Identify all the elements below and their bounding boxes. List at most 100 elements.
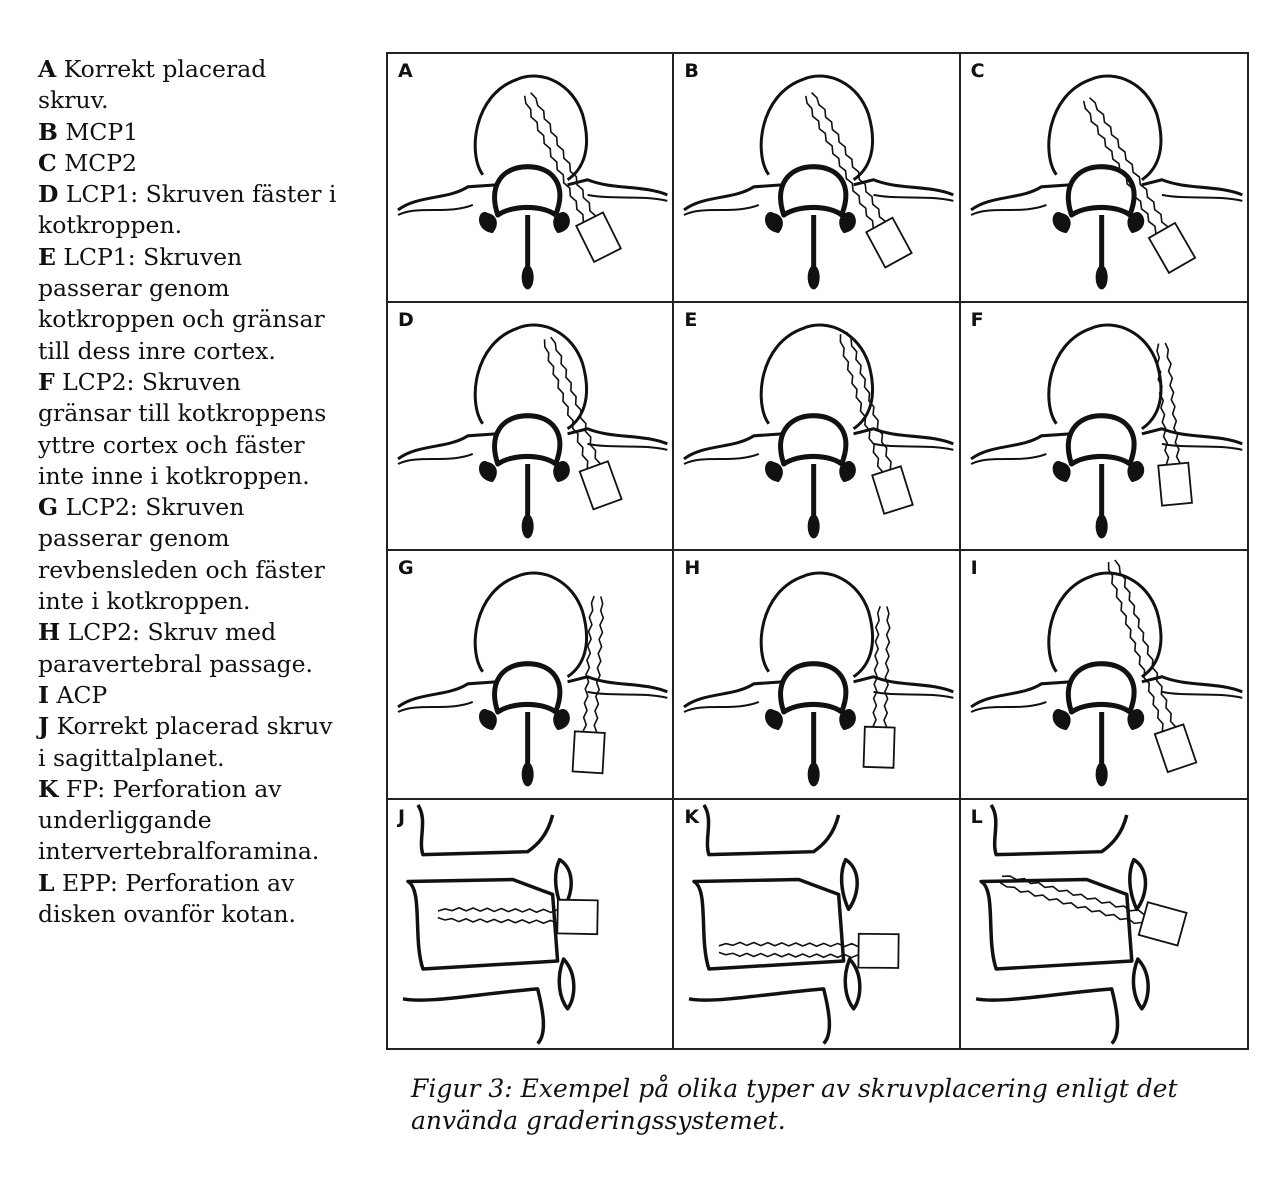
panel-b: B bbox=[674, 54, 961, 303]
vertebral-body bbox=[473, 571, 588, 679]
panel-label: B bbox=[684, 60, 699, 82]
panel-g: G bbox=[388, 551, 675, 800]
spinal-canal bbox=[1065, 164, 1137, 218]
rib bbox=[397, 690, 668, 713]
panel-label: J bbox=[398, 805, 406, 828]
vertebral-body bbox=[760, 323, 875, 430]
screw-thread bbox=[1088, 97, 1169, 228]
vertebra-outline bbox=[969, 74, 1243, 271]
spinous-tip bbox=[1095, 513, 1108, 538]
panel-e: E bbox=[674, 302, 961, 551]
spinal-canal bbox=[1065, 412, 1137, 466]
rib bbox=[683, 690, 954, 713]
vertebra-outline bbox=[397, 74, 668, 271]
vertebra-outline bbox=[683, 571, 955, 768]
facet-right bbox=[553, 708, 570, 731]
vertebral-body bbox=[1046, 323, 1162, 430]
spinous-tip bbox=[521, 265, 534, 290]
spinous-tip bbox=[521, 762, 534, 787]
screw-thread bbox=[530, 92, 597, 217]
facet-left bbox=[1052, 211, 1071, 234]
vertebral-body bbox=[760, 74, 875, 182]
middle-vertebra bbox=[978, 877, 1134, 971]
panel-k: K bbox=[674, 799, 961, 1048]
upper-vertebra bbox=[989, 803, 1129, 856]
screw-head bbox=[862, 725, 896, 769]
panel-label: F bbox=[970, 308, 984, 331]
panel-label: E bbox=[684, 308, 698, 331]
vertebra-illustration bbox=[969, 74, 1243, 290]
rib bbox=[397, 193, 668, 216]
transverse-process bbox=[397, 426, 668, 460]
screw-thread bbox=[1164, 342, 1181, 464]
facet-right bbox=[1127, 211, 1144, 234]
panel-d: D bbox=[388, 302, 675, 551]
facet-left bbox=[1052, 460, 1071, 482]
vertebra-illustration bbox=[969, 559, 1243, 787]
facet-left bbox=[765, 211, 784, 234]
spinous-tip bbox=[521, 513, 534, 538]
screw-head bbox=[578, 459, 623, 511]
screw-thread bbox=[523, 95, 585, 223]
screw-head bbox=[575, 211, 623, 264]
panel-i: I bbox=[960, 551, 1247, 800]
screw-thread bbox=[543, 338, 589, 469]
panel-label: G bbox=[398, 557, 414, 579]
vertebra-illustration bbox=[397, 323, 668, 538]
pedicle-lower bbox=[843, 956, 862, 1010]
panel-label: K bbox=[684, 805, 700, 828]
legend-entry-g: G LCP2: Skruven passerar genom revbensle… bbox=[38, 493, 325, 616]
screw-thread bbox=[718, 940, 860, 947]
screw-head bbox=[556, 898, 599, 935]
vertebral-body bbox=[1046, 571, 1162, 679]
figure-caption: Figur 3: Exempel på olika typer av skruv… bbox=[411, 1074, 1178, 1135]
screw-thread bbox=[805, 95, 875, 229]
legend-entry-e: E LCP1: Skruven passerar genom kotkroppe… bbox=[38, 242, 325, 365]
upper-vertebra bbox=[416, 803, 555, 856]
middle-vertebra bbox=[692, 877, 846, 971]
spinal-canal bbox=[778, 164, 849, 218]
vertebral-body bbox=[473, 323, 588, 430]
facet-right bbox=[1127, 460, 1144, 482]
facet-left bbox=[1052, 708, 1071, 731]
vertebra-illustration bbox=[397, 571, 668, 787]
screw-placement-figure: A B C D E F G H I J K L bbox=[386, 52, 1249, 1050]
vertebra-illustration bbox=[683, 74, 955, 290]
panel-l: L bbox=[960, 799, 1247, 1048]
pedicle-upper bbox=[1127, 857, 1147, 911]
vertebral-body bbox=[473, 74, 588, 182]
legend-entry-c: C MCP2 bbox=[38, 148, 138, 177]
lower-vertebra bbox=[975, 986, 1119, 1045]
screw-thread bbox=[718, 951, 860, 958]
legend-entry-h: H LCP2: Skruv med paravertebral passage. bbox=[38, 618, 313, 678]
pedicle-lower bbox=[1131, 956, 1150, 1010]
transverse-process bbox=[683, 426, 955, 460]
facet-right bbox=[1127, 708, 1144, 731]
screw-thread bbox=[839, 333, 884, 473]
screw-head bbox=[1137, 900, 1188, 947]
screw-thread bbox=[1155, 342, 1170, 465]
rib bbox=[683, 193, 954, 216]
screw-thread bbox=[1082, 100, 1157, 234]
screw-head bbox=[1153, 723, 1198, 774]
vertebra-outline bbox=[683, 323, 955, 519]
screw-thread bbox=[811, 92, 887, 223]
facet-left bbox=[765, 460, 784, 482]
panel-h: H bbox=[674, 551, 961, 800]
screw-thread bbox=[550, 336, 601, 465]
panel-label: H bbox=[684, 557, 701, 579]
panel-c: C bbox=[960, 54, 1247, 303]
legend-entry-a: A Korrekt placerad skruv. bbox=[38, 55, 267, 115]
panel-label: C bbox=[970, 60, 985, 82]
screw-thread bbox=[999, 881, 1143, 924]
panel-j: J bbox=[388, 799, 675, 1048]
screw-thread bbox=[582, 595, 595, 733]
screw-thread bbox=[437, 906, 558, 913]
screw-thread bbox=[883, 606, 891, 728]
rib bbox=[683, 442, 954, 465]
legend-entry-j: J Korrekt placerad skruv i sagittalplane… bbox=[38, 712, 333, 772]
rib bbox=[970, 690, 1243, 713]
legend-entry-k: K FP: Perforation av underliggande inter… bbox=[38, 774, 320, 866]
middle-vertebra bbox=[406, 877, 560, 971]
transverse-process bbox=[683, 178, 955, 212]
